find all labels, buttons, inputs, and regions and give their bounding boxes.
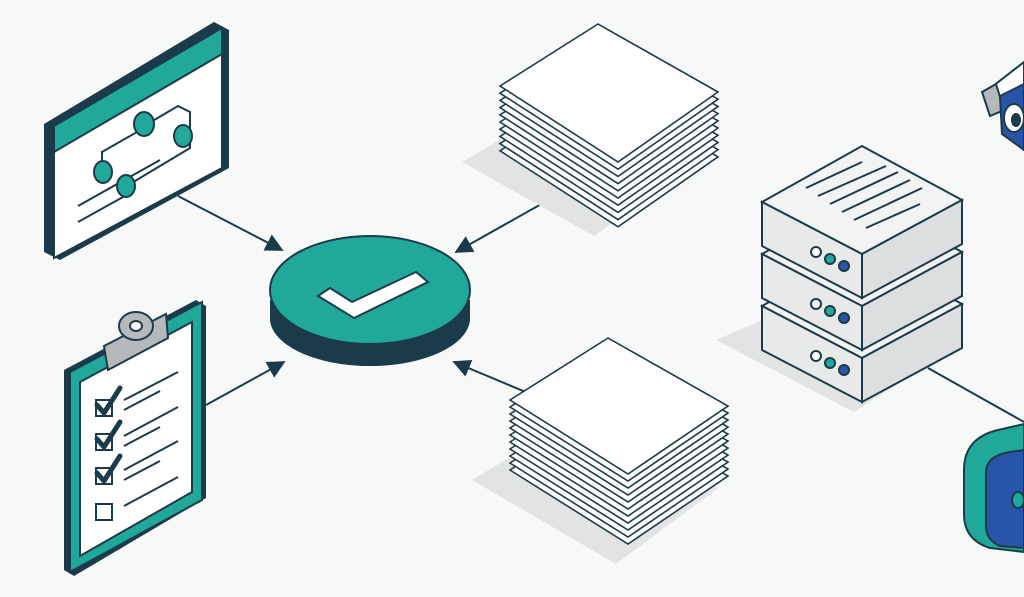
- server-status-light: [810, 246, 822, 258]
- workflow-window-icon: [44, 22, 229, 260]
- workflow-node-2: [173, 124, 193, 148]
- server-status-light: [824, 305, 836, 317]
- server-status-light: [824, 357, 836, 369]
- security-camera-icon: [980, 60, 1024, 152]
- checkmark-icon: [316, 270, 430, 320]
- check-mark-1: [94, 385, 123, 416]
- padlock-icon: [963, 422, 1024, 554]
- check-mark-3: [94, 453, 123, 484]
- server-status-light: [838, 364, 850, 376]
- line-server-to-padlock: [927, 367, 1024, 423]
- arrow-docs-top-to-hub: [454, 197, 553, 253]
- server-status-light: [838, 260, 850, 272]
- workflow-node-1: [133, 111, 155, 137]
- server-status-light: [838, 312, 850, 324]
- arrow-clipboard-to-hub: [205, 361, 286, 406]
- paper-sheet: [508, 337, 730, 475]
- server-status-light: [810, 350, 822, 362]
- workflow-node-4: [116, 174, 136, 198]
- server-unit: [759, 144, 965, 300]
- arrow-window-to-hub: [177, 195, 284, 251]
- check-mark-2: [94, 419, 123, 450]
- document-stack-bottom: [472, 337, 730, 564]
- server-status-light: [810, 298, 822, 310]
- workflow-node-3: [93, 160, 113, 184]
- paper-sheet: [498, 23, 720, 163]
- verification-hub: [269, 235, 471, 366]
- server-status-light: [824, 253, 836, 265]
- server-rack-icon: [716, 144, 965, 412]
- clipboard-checklist-icon: [64, 300, 206, 576]
- document-stack-top: [462, 23, 720, 236]
- server-vent-lines: [805, 161, 923, 229]
